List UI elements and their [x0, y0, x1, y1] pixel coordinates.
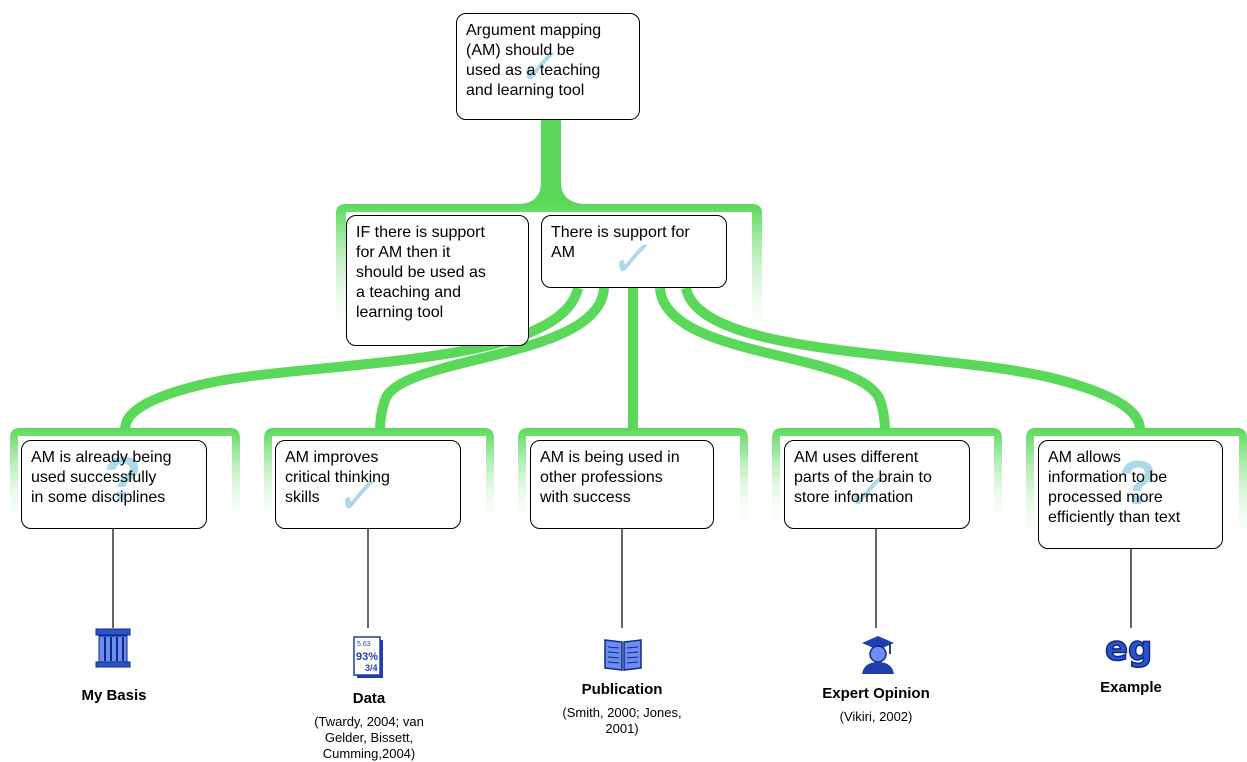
claim-to-reason-link: [521, 120, 583, 204]
graduate-icon: [862, 636, 894, 674]
question-mark-icon: ?: [1119, 449, 1157, 518]
premise-box-disciplines[interactable]: ? AM is already being used successfully …: [21, 440, 207, 529]
basis-stems: [112, 529, 1132, 628]
premise-text: AM uses different parts of the brain to …: [794, 449, 932, 506]
data-icon-line1: 5.63: [357, 641, 371, 648]
premise-text: AM improves critical thinking skills: [285, 449, 390, 506]
premise-text: AM is being used in other professions wi…: [540, 449, 680, 506]
basis-label-data: Data: [352, 690, 386, 707]
reason-to-premise-links: [120, 286, 1145, 431]
data-icon-line2: 93%: [356, 651, 378, 663]
reason-box-if-support[interactable]: IF there is support for AM then it shoul…: [346, 215, 529, 346]
premise-text: AM allows information to be processed mo…: [1048, 449, 1181, 526]
citation-expert-opinion: (Vikiri, 2002): [839, 709, 913, 724]
open-book-icon: [604, 639, 642, 671]
citation-data: (Twardy, 2004; van Gelder, Bissett, Cumm…: [314, 714, 424, 761]
citation-publication: (Smith, 2000; Jones, 2001): [562, 705, 682, 736]
data-icon-line3: 3/4: [365, 663, 378, 673]
premise-box-process-efficiently[interactable]: ? AM allows information to be processed …: [1038, 440, 1223, 549]
premise-box-critical-thinking[interactable]: ✓ AM improves critical thinking skills: [275, 440, 461, 529]
pillar-icon: [95, 628, 131, 668]
eg-icon: eg: [1104, 629, 1153, 669]
basis-label-example: Example: [1100, 679, 1162, 696]
reason-text: IF there is support for AM then it shoul…: [356, 224, 486, 321]
question-mark-icon: ?: [104, 445, 142, 514]
premise-box-brain-parts[interactable]: ✓ AM uses different parts of the brain t…: [784, 440, 970, 529]
main-claim-box[interactable]: ✓ Argument mapping (AM) should be used a…: [456, 13, 640, 120]
basis-label-my-basis: My Basis: [81, 687, 147, 704]
premise-box-other-professions[interactable]: AM is being used in other professions wi…: [530, 440, 714, 529]
reason-box-there-is-support[interactable]: ✓ There is support for AM: [541, 215, 727, 288]
basis-label-expert-opinion: Expert Opinion: [822, 685, 930, 702]
main-claim-text: Argument mapping (AM) should be used as …: [466, 22, 602, 99]
premise-text: AM is already being used successfully in…: [31, 449, 172, 506]
reason-text: There is support for AM: [551, 224, 690, 261]
basis-label-publication: Publication: [581, 681, 663, 698]
data-sheet-icon: 5.63 93% 3/4: [353, 636, 383, 678]
